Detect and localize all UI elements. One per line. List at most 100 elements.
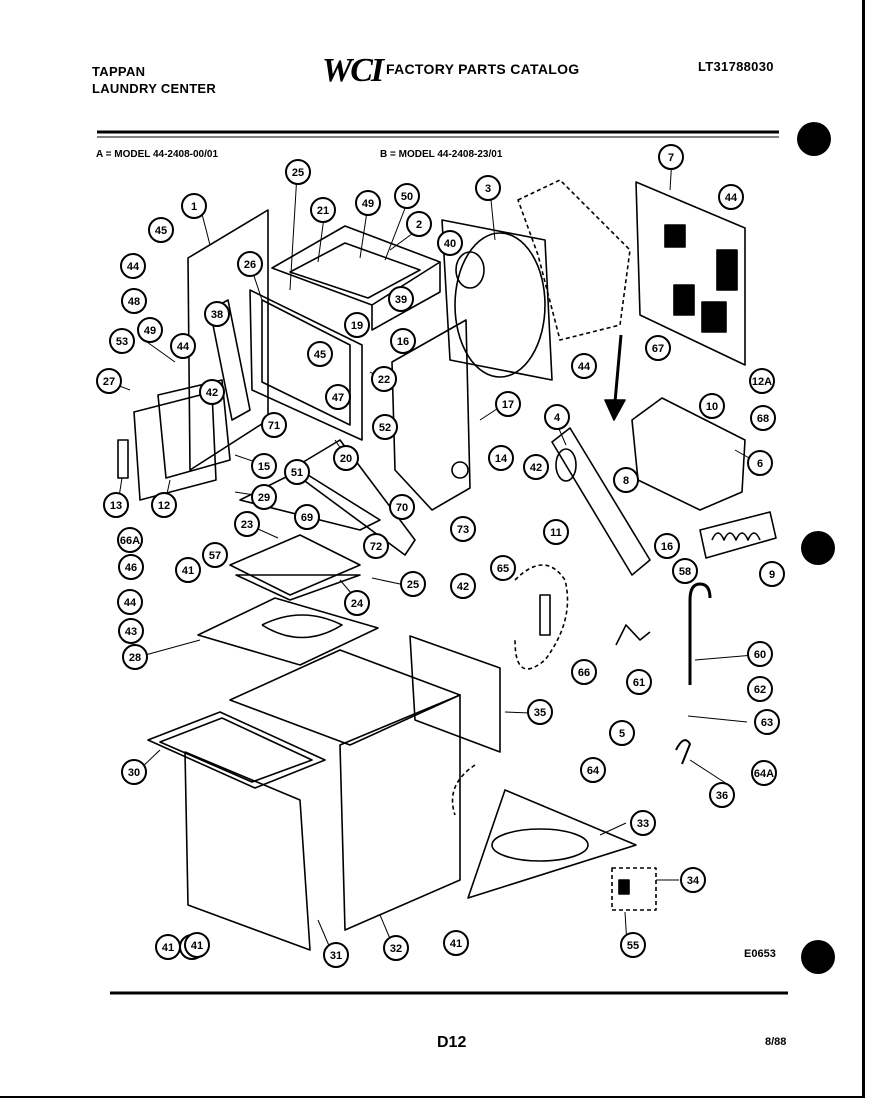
callout-53: 53 [109,328,135,354]
heater-box [631,397,746,511]
callout-circle [571,659,597,685]
callout-label: 14 [495,453,508,465]
callout-circle [747,676,773,702]
callout-label: 12A [752,376,772,388]
callout-27: 27 [96,368,122,394]
callout-circle [363,533,389,559]
callout-circle [754,709,780,735]
callout-9: 9 [759,561,785,587]
callout-label: 34 [687,875,700,887]
callout-32: 32 [383,935,409,961]
callout-70: 70 [389,494,415,520]
callout-67: 67 [645,335,671,361]
callout-12: 12 [151,492,177,518]
callout-41: 41 [175,557,201,583]
duct [551,427,651,576]
callout-label: 69 [301,512,313,524]
leveling-foot [618,879,630,895]
callout-circle [450,516,476,542]
callout-label: 20 [340,453,352,465]
callout-39: 39 [388,286,414,312]
callout-48: 48 [121,288,147,314]
model-b-label: B = MODEL 44-2408-23/01 [380,149,503,160]
callout-4: 4 [544,404,570,430]
callout-23: 23 [234,511,260,537]
callout-circle [672,558,698,584]
callout-13: 13 [103,492,129,518]
callout-6: 6 [747,450,773,476]
callout-21: 21 [310,197,336,223]
callout-label: 66 [578,667,590,679]
callout-3: 3 [475,175,501,201]
callout-15: 15 [251,453,277,479]
callout-circle [747,450,773,476]
door-handle [117,439,129,479]
callout-label: 44 [127,261,140,273]
callout-label: 45 [314,349,326,361]
callout-circle [372,414,398,440]
door-switch [539,594,551,636]
hose-bracket [615,624,651,646]
callout-31: 31 [323,942,349,968]
callout-30: 30 [121,759,147,785]
callout-51: 51 [284,459,310,485]
callout-label: 19 [351,320,363,332]
callout-44: 44 [718,184,744,210]
callout-circle [680,867,706,893]
callout-46: 46 [118,554,144,580]
callout-label: 44 [177,341,190,353]
drum-bearing [455,251,485,289]
callout-73: 73 [450,516,476,542]
callout-circle [523,454,549,480]
binder-hole-icon [801,531,835,565]
callout-label: 41 [182,565,194,577]
wci-logo: WCI [322,52,384,89]
callout-label: 17 [502,399,514,411]
callout-60: 60 [747,641,773,667]
callout-52: 52 [372,414,398,440]
front-panel [187,209,269,471]
callout-57: 57 [202,542,228,568]
callout-38: 38 [204,301,230,327]
base-pan [467,789,637,899]
callout-circle [251,453,277,479]
callout-61: 61 [626,669,652,695]
callout-circle [749,368,775,394]
callout-circle [199,379,225,405]
callout-40: 40 [437,230,463,256]
callout-label: 26 [244,259,256,271]
callout-16: 16 [390,328,416,354]
catalog-title: FACTORY PARTS CATALOG [386,61,580,77]
front-frame [147,711,326,789]
callout-circle [294,504,320,530]
callout-label: 42 [457,581,469,593]
callout-label: 30 [128,767,140,779]
callout-circle [310,197,336,223]
callout-circle [543,519,569,545]
callout-16: 16 [654,533,680,559]
callout-circle [609,720,635,746]
callout-circle [323,942,349,968]
callout-label: 44 [578,361,591,373]
callout-circle [181,193,207,219]
callout-label: 10 [706,401,718,413]
callout-circle [654,533,680,559]
callout-66: 66 [571,659,597,685]
callout-circle [475,175,501,201]
callout-69: 69 [294,504,320,530]
callout-circle [234,511,260,537]
callout-1: 1 [181,193,207,219]
lint-screen-frame [235,574,361,601]
callout-label: 41 [162,942,174,954]
diagram-code: E0653 [744,948,776,960]
top-panel-inner [289,242,421,299]
leveling-foot-box [611,867,657,911]
callout-circle [759,561,785,587]
callout-label: 36 [716,790,728,802]
brand-name: TAPPAN [92,64,146,79]
callout-circle [261,412,287,438]
callout-11: 11 [543,519,569,545]
callout-42: 42 [450,573,476,599]
callout-circle [613,467,639,493]
